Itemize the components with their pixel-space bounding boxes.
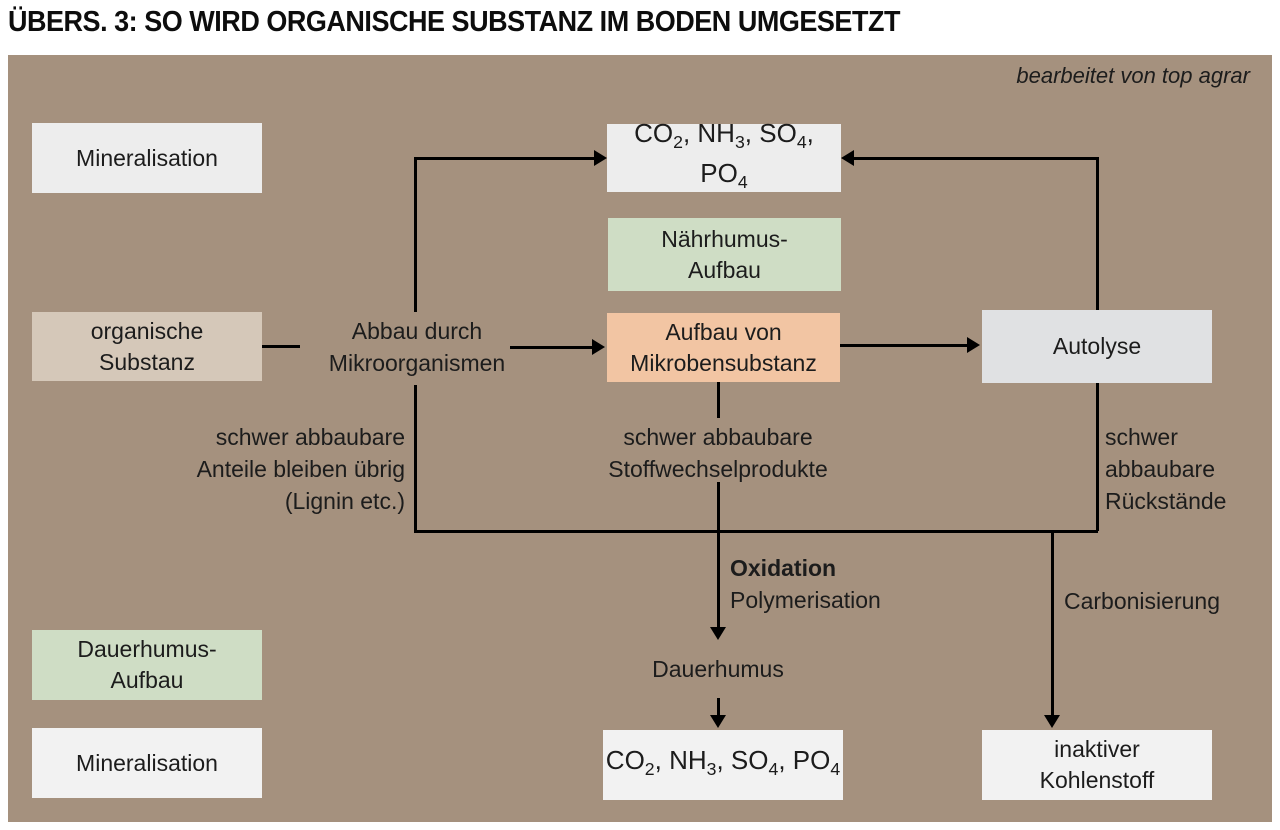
box-label-line1: Dauerhumus- — [77, 636, 217, 662]
box-label: Mineralisation — [76, 749, 218, 776]
arrowhead-into-co2-right — [841, 150, 854, 166]
box-aufbau-von-mikrobensubstanz: Aufbau von Mikrobensubstanz — [607, 313, 840, 382]
arrowhead-into-co2-left — [594, 150, 607, 166]
credit-text: bearbeitet von top agrar — [1016, 63, 1250, 88]
label-line3: (Lignin etc.) — [284, 488, 405, 514]
line-dauerhumus-down — [717, 698, 720, 715]
diagram-panel: bearbeitet von top agrar Mineralisation … — [8, 55, 1272, 822]
box-label: Mineralisation — [76, 144, 218, 171]
box-label-line1: inaktiver — [1054, 736, 1140, 762]
line-to-co2-top-left — [414, 157, 594, 160]
box-label-line1: organische — [90, 317, 204, 344]
line-abbau-up — [414, 157, 417, 312]
box-label-line2: Aufbau — [688, 256, 761, 283]
label-line2: Anteile bleiben übrig — [196, 456, 405, 482]
label-line3: Rückstände — [1105, 488, 1227, 514]
chemical-formula: CO2, NH3, SO4, PO4 — [634, 117, 814, 193]
chemical-formula: CO2, NH3, SO4, PO4 — [605, 744, 841, 780]
label-polymerisation: Polymerisation — [730, 587, 881, 613]
box-co2-nh3-so4-po4-top: CO2, NH3, SO4, PO4 — [607, 118, 841, 192]
label-line1: schwer abbaubare — [623, 424, 813, 450]
label-oxidation: Oxidation — [730, 555, 837, 581]
label-dauerhumus: Dauerhumus — [652, 656, 784, 682]
line-abbau-to-mikroben — [510, 346, 594, 349]
arrowhead-into-inaktiver-kohlenstoff — [1044, 715, 1060, 728]
label-line1: Abbau durch — [351, 318, 483, 344]
line-to-co2-top-right — [854, 157, 1099, 160]
box-label-line2: Kohlenstoff — [1039, 767, 1155, 793]
box-inaktiver-kohlenstoff: inaktiver Kohlenstoff — [982, 730, 1212, 800]
line-mikroben-to-autolyse — [840, 344, 969, 347]
line-substanz-to-abbau — [262, 345, 300, 348]
box-co2-nh3-so4-po4-bottom: CO2, NH3, SO4, PO4 — [603, 730, 843, 800]
label-line2: Stoffwechselprodukte — [608, 456, 828, 482]
box-label-line1: Nährhumus- — [661, 225, 788, 252]
label-carbonisierung: Carbonisierung — [1064, 588, 1220, 614]
box-label-line2: Mikrobensubstanz — [630, 349, 817, 376]
label-line1: schwer — [1105, 424, 1178, 450]
box-autolyse: Autolyse — [982, 310, 1212, 383]
box-label: Autolyse — [1052, 333, 1142, 359]
box-organische-substanz: organische Substanz — [32, 312, 262, 381]
label-line1: schwer abbaubare — [215, 424, 405, 450]
arrowhead-into-dauerhumus — [710, 627, 726, 640]
line-autolyse-down — [1096, 383, 1099, 531]
line-carbonisierung-down — [1051, 530, 1054, 715]
box-label-line1: Aufbau von — [665, 318, 782, 345]
box-naehrhumus-aufbau: Nährhumus- Aufbau — [608, 218, 841, 291]
arrowhead-into-co2-bottom — [710, 715, 726, 728]
label-line2: abbaubare — [1105, 456, 1215, 482]
box-mineralisation-top: Mineralisation — [32, 123, 262, 193]
label-line2: Mikroorganismen — [328, 350, 506, 376]
label-schwer-abbaubare-stoffwechselprodukte: schwer abbaubare Stoffwechselprodukte — [588, 421, 848, 485]
label-abbau-durch-mikroorganismen: Abbau durch Mikroorganismen — [307, 315, 527, 379]
line-abbau-down — [414, 385, 417, 531]
line-mikroben-down-upper — [717, 382, 720, 418]
box-mineralisation-bottom: Mineralisation — [32, 728, 262, 798]
box-label-line2: Aufbau — [110, 667, 184, 693]
box-dauerhumus-aufbau: Dauerhumus- Aufbau — [32, 630, 262, 700]
arrowhead-into-autolyse — [967, 337, 980, 353]
line-mikroben-down-lower — [717, 482, 720, 627]
label-schwer-abbaubare-rueckstaende: schwer abbaubare Rückstände — [1105, 421, 1265, 517]
label-schwer-abbaubare-anteile: schwer abbaubare Anteile bleiben übrig (… — [145, 421, 405, 517]
box-label-line2: Substanz — [99, 348, 195, 375]
line-autolyse-up — [1096, 157, 1099, 310]
page-title: ÜBERS. 3: SO WIRD ORGANISCHE SUBSTANZ IM… — [8, 6, 900, 38]
label-oxidation-polymerisation: Oxidation Polymerisation — [730, 552, 950, 616]
arrowhead-into-mikroben — [592, 339, 605, 355]
line-collector-horizontal — [414, 530, 1098, 533]
